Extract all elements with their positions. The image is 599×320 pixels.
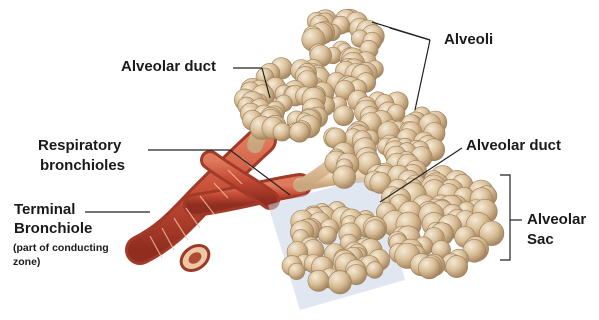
alveolus bbox=[366, 262, 383, 279]
label-bronchiole: Bronchiole bbox=[14, 220, 92, 238]
alveolar-sac-cluster bbox=[376, 166, 504, 279]
bracket-alveolar-sac bbox=[500, 175, 510, 260]
leader-alveoli-2 bbox=[390, 28, 430, 40]
label-conducting-zone-2: zone) bbox=[13, 256, 40, 268]
alveolus bbox=[288, 263, 304, 279]
alveolus bbox=[308, 270, 329, 291]
alveolus bbox=[333, 166, 356, 189]
alveolus bbox=[418, 257, 440, 279]
alveolus bbox=[334, 106, 354, 126]
label-alveoli: Alveoli bbox=[444, 31, 493, 49]
label-respiratory: Respiratory bbox=[38, 137, 121, 155]
leader-alveoli-3 bbox=[415, 40, 430, 110]
alveoli-cluster-left bbox=[234, 58, 327, 143]
alveolus bbox=[365, 220, 385, 240]
label-alveolar-duct-right: Alveolar duct bbox=[466, 137, 561, 155]
alveolus bbox=[289, 122, 309, 142]
label-sac: Sac bbox=[527, 231, 554, 249]
alveolus bbox=[328, 271, 351, 294]
label-alveolar: Alveolar bbox=[527, 211, 586, 229]
label-alveolar-duct-top: Alveolar duct bbox=[121, 58, 216, 76]
alveolus bbox=[319, 226, 337, 244]
label-bronchioles: bronchioles bbox=[40, 157, 125, 175]
label-terminal: Terminal bbox=[14, 201, 75, 219]
alveolus bbox=[273, 123, 291, 141]
alveolus bbox=[446, 256, 468, 278]
label-conducting-zone-1: (part of conducting bbox=[13, 242, 109, 254]
